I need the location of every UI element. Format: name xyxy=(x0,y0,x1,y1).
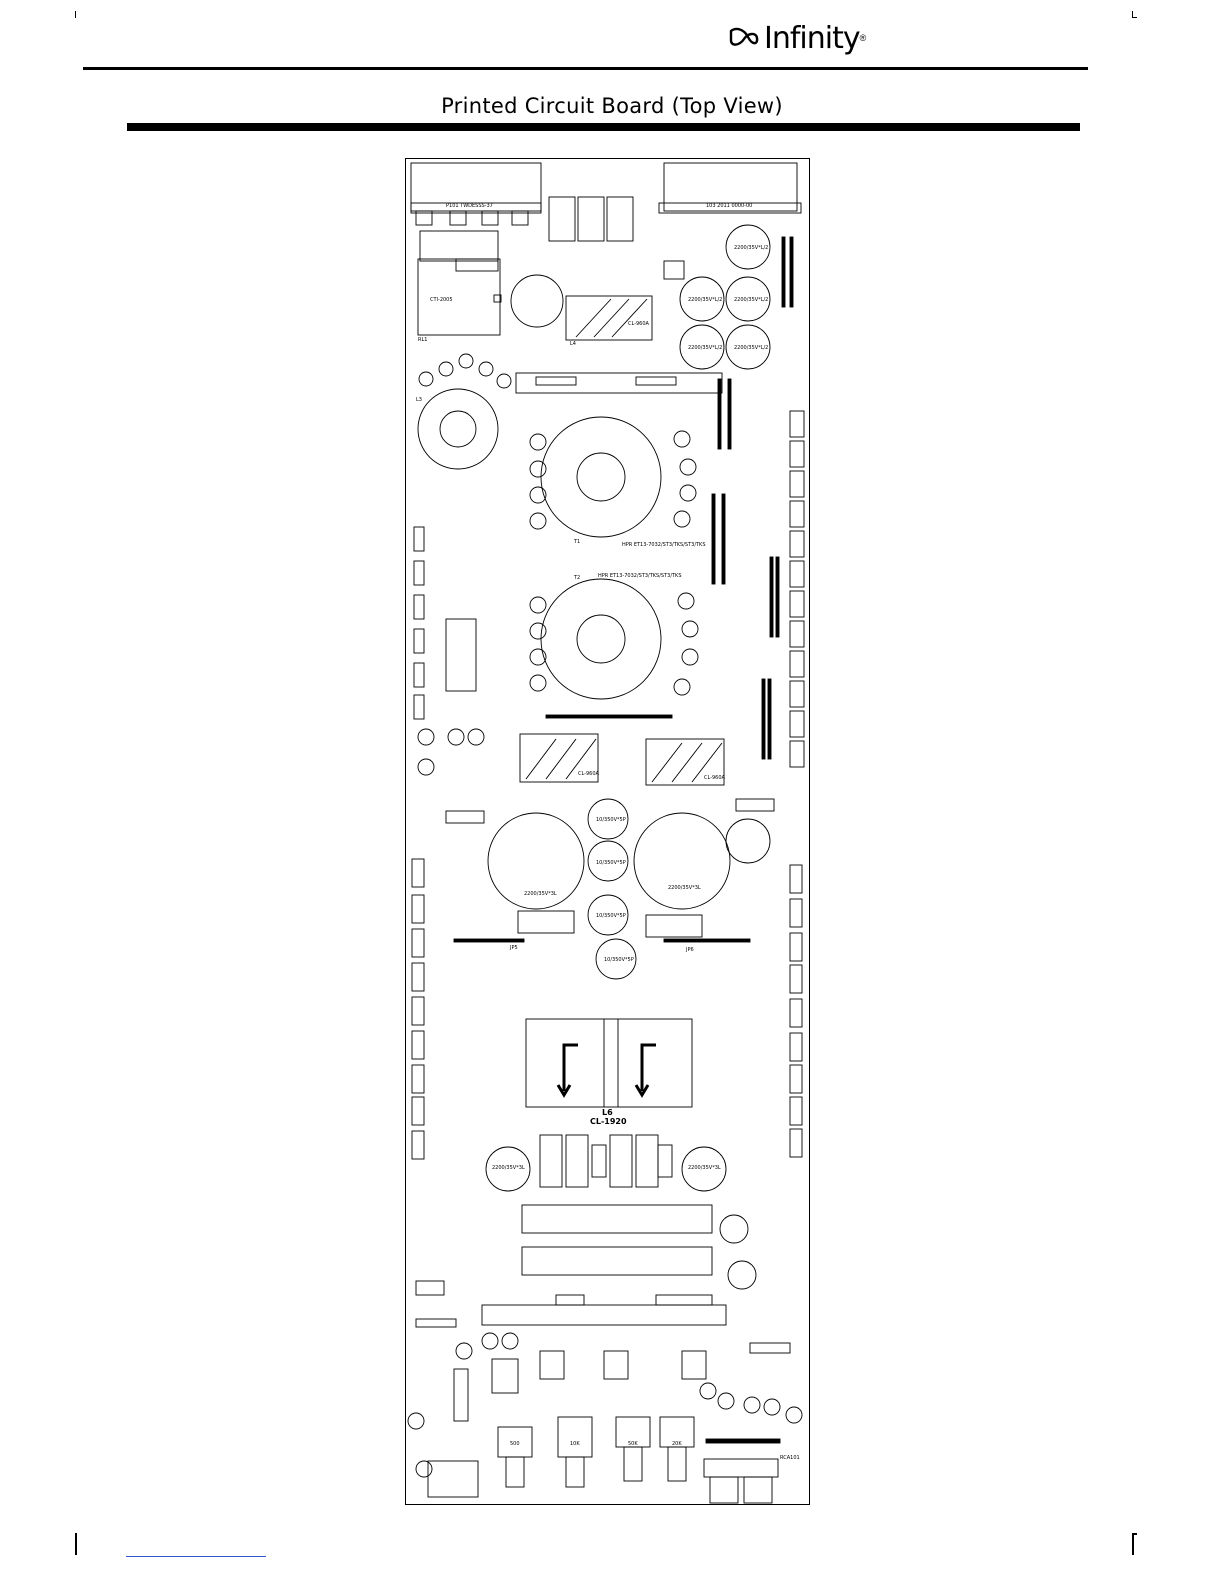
brand-trademark: ® xyxy=(859,33,867,43)
crop-mark-bottom-right xyxy=(1132,1533,1134,1555)
connector-left xyxy=(410,162,542,212)
label-cap-top-5: 2200/35V*L/2 xyxy=(734,345,768,351)
label-jp6: JP6 xyxy=(685,947,694,953)
label-l8-model: CL-960A xyxy=(704,775,726,781)
label-l4-model: CL-960A xyxy=(628,321,650,327)
label-conn-left: P101 TWDESSS-37 xyxy=(446,203,493,209)
inductor-l6 xyxy=(525,1018,693,1108)
crop-mark-top-right-foot xyxy=(1132,17,1137,18)
label-cap-small-2: 10/350V*5P xyxy=(596,860,626,866)
label-relay: RL1 xyxy=(418,337,427,343)
label-cap-c8: 2200/35V*3L xyxy=(524,891,557,897)
label-t1: T1 xyxy=(573,539,580,545)
label-t2: T2 xyxy=(573,575,580,581)
inductor-l4 xyxy=(565,295,653,341)
label-pot-2: 10K xyxy=(570,1441,580,1447)
inductor-l7 xyxy=(519,733,599,783)
fuse-holder-1 xyxy=(548,196,576,242)
label-conn-right: 103 2011 0000-00 xyxy=(706,203,752,209)
label-cap-small-3: 10/350V*5P xyxy=(596,913,626,919)
label-pot-1: 500 xyxy=(510,1441,520,1447)
brand-name: Infinity xyxy=(764,20,861,56)
label-jp5: JP5 xyxy=(509,945,518,951)
brand-logo: Infinity ® xyxy=(728,18,866,58)
label-t1-part: HPR ET13-7032/ST3/TKS/ST3/TKS xyxy=(622,542,706,548)
cap-main-left xyxy=(485,1146,531,1192)
heatsink-low xyxy=(481,1304,727,1326)
transformer-t1 xyxy=(540,416,662,538)
label-rca: RCA101 xyxy=(780,1455,800,1461)
fuse-holder-3 xyxy=(606,196,634,242)
label-pot-3: 50K xyxy=(628,1441,638,1447)
pcb-drawing: P101 TWDESSS-37 103 2011 0000-00 CTI-200… xyxy=(407,162,805,1504)
header-rule xyxy=(83,67,1088,70)
inductor-l8 xyxy=(645,738,725,786)
cap-top-left xyxy=(510,274,564,328)
ic-left-mid xyxy=(445,618,477,692)
transformer-t2 xyxy=(540,578,662,700)
label-l6-model: CL-1920 xyxy=(590,1117,627,1126)
crop-mark-top-left xyxy=(75,11,76,18)
label-cap-top-1: 2200/35V*L/2 xyxy=(734,245,768,251)
inductor-l3 xyxy=(417,388,499,470)
label-cap-top-4: 2200/35V*L/2 xyxy=(688,345,722,351)
heatsink-mid-2 xyxy=(521,1246,713,1276)
heatsink-top xyxy=(515,372,723,394)
crop-mark-bottom-left xyxy=(75,1533,77,1555)
title-rule xyxy=(127,123,1080,131)
page-title: Printed Circuit Board (Top View) xyxy=(441,94,783,118)
infinity-logo-icon xyxy=(729,27,759,46)
cap-main-right xyxy=(681,1146,727,1192)
label-cap-main-left: 2200/35V*3L xyxy=(492,1165,525,1171)
label-cap-main-right: 2200/35V*3L xyxy=(688,1165,721,1171)
label-cap-small-1: 10/350V*5P xyxy=(596,817,626,823)
label-cap-c9: 2200/35V*3L xyxy=(668,885,701,891)
footer-link-underline[interactable] xyxy=(126,1556,266,1557)
pot-2 xyxy=(557,1416,593,1458)
heatsink-mid-1 xyxy=(521,1204,713,1234)
label-cap-top-2: 2200/35V*L/2 xyxy=(688,297,722,303)
fuse-holder-2 xyxy=(577,196,605,242)
cap-c9 xyxy=(633,812,731,910)
label-pot-4: 20K xyxy=(672,1441,682,1447)
connector-right xyxy=(663,162,798,212)
crop-mark-bottom-right-head xyxy=(1132,1533,1137,1535)
label-l3: L3 xyxy=(416,397,422,403)
label-t2-part: HPR ET13-7032/ST3/TKS/ST3/TKS xyxy=(598,573,682,579)
rca-connector xyxy=(703,1458,779,1478)
label-cap-top-3: 2200/35V*L/2 xyxy=(734,297,768,303)
label-l4: L4 xyxy=(570,341,576,347)
label-cap-small-4: 10/350V*5P xyxy=(604,957,634,963)
label-l7-model: CL-960A xyxy=(578,771,600,777)
label-l6: L6 xyxy=(602,1108,613,1117)
label-ic-cti: CTI-2005 xyxy=(430,297,453,303)
pcb-board: P101 TWDESSS-37 103 2011 0000-00 CTI-200… xyxy=(405,158,810,1505)
crop-mark-top-right xyxy=(1132,11,1133,18)
cap-c8 xyxy=(487,812,585,910)
